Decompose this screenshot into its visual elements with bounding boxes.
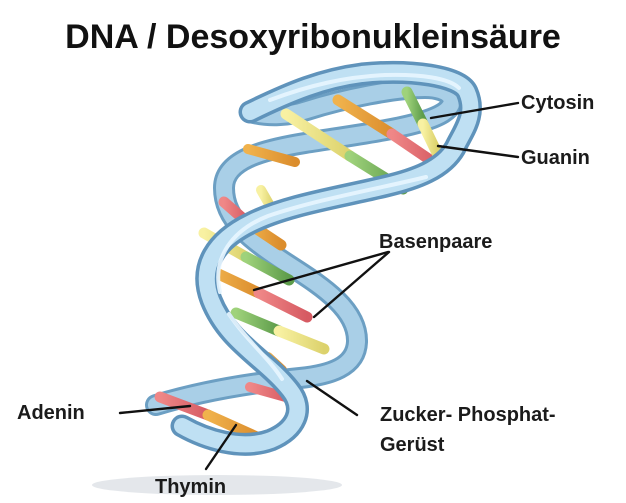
leader-zucker-phosphat [307, 381, 357, 415]
label-zucker-phosphat-line2: Gerüst [380, 434, 445, 456]
label-adenin: Adenin [17, 402, 85, 424]
diagram-title: DNA / Desoxyribonukleinsäure [65, 18, 561, 56]
label-thymin: Thymin [155, 476, 226, 498]
label-basenpaare: Basenpaare [379, 231, 492, 253]
label-guanin: Guanin [521, 147, 590, 169]
label-zucker-phosphat-line1: Zucker- Phosphat- [380, 404, 556, 426]
label-cytosin: Cytosin [521, 92, 594, 114]
